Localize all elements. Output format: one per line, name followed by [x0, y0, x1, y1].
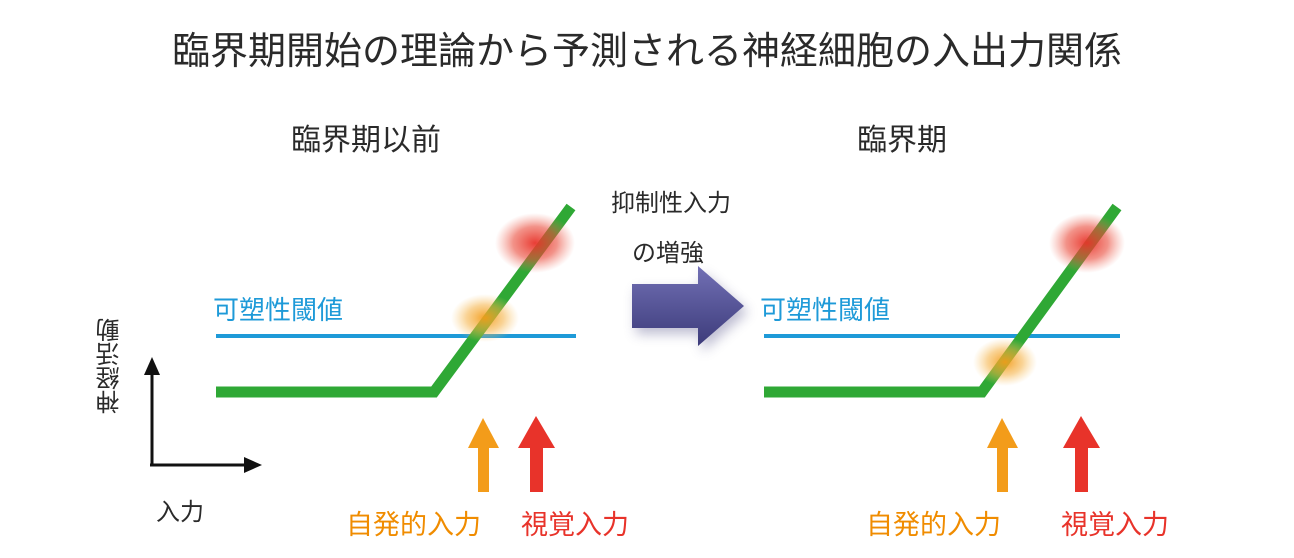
threshold-label-critical: 可塑性閾値 — [760, 296, 891, 326]
spontaneous-input-arrow-icon — [468, 418, 499, 492]
transition-arrow-icon — [632, 266, 748, 352]
x-axis-label: 入力 — [156, 498, 204, 526]
x-axis-arrowhead-icon — [244, 457, 262, 473]
panel-critical — [764, 203, 1125, 492]
visual-response-cloud-before — [495, 213, 575, 273]
threshold-label-before: 可塑性閾値 — [213, 296, 344, 326]
y-axis-arrowhead-icon — [144, 357, 160, 375]
panel-heading-before: 臨界期以前 — [291, 123, 441, 158]
axes — [144, 357, 262, 473]
spontaneous-input-arrow-icon — [987, 418, 1018, 492]
transition-label-line2: の増強 — [632, 239, 704, 267]
panel-before — [216, 203, 576, 492]
visual-input-label-before: 視覚入力 — [521, 510, 629, 541]
spontaneous-response-cloud-critical — [973, 338, 1037, 386]
spontaneous-response-cloud-before — [451, 294, 519, 342]
spontaneous-input-label-critical: 自発的入力 — [866, 510, 1001, 541]
visual-input-arrow-icon — [1063, 416, 1100, 492]
transition-label-line1: 抑制性入力 — [611, 189, 731, 217]
page-title: 臨界期開始の理論から予測される神経細胞の入出力関係 — [171, 29, 1122, 73]
spontaneous-input-label-before: 自発的入力 — [346, 510, 481, 541]
visual-response-cloud-critical — [1049, 213, 1125, 273]
panel-heading-critical: 臨界期 — [857, 123, 947, 158]
visual-input-label-critical: 視覚入力 — [1061, 510, 1169, 541]
visual-input-arrow-icon — [518, 416, 555, 492]
